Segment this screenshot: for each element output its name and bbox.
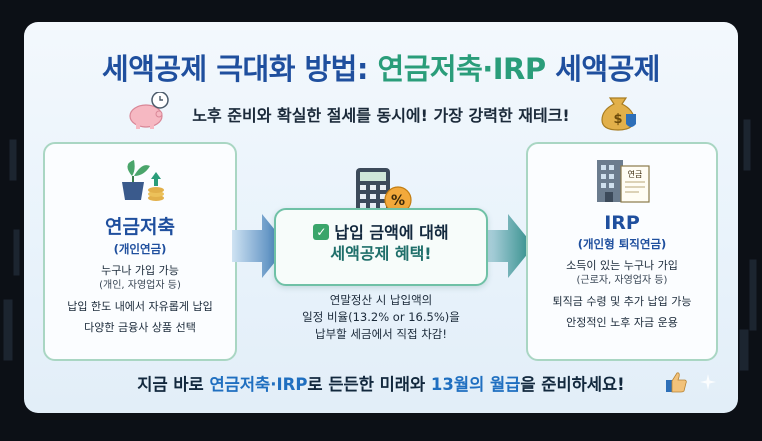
plant-coins-icon: [122, 160, 164, 201]
calculator-icon: %: [356, 168, 412, 214]
tax-credit-line2: 세액공제 혜택!: [330, 244, 432, 263]
pension-savings-subtitle: (개인연금): [113, 242, 167, 256]
piggy-bank-icon: [129, 92, 169, 129]
irp-card: 연금 IRP (개인형 퇴직연금) 소득이 있는 누구나 가입 (근로자, 자영…: [526, 142, 718, 361]
irp-subtitle: (개인형 퇴직연금): [577, 237, 667, 251]
building-document-icon: 연금: [597, 160, 650, 203]
document-label: 연금: [628, 170, 643, 179]
pension-savings-card: 연금저축 (개인연금) 누구나 가입 가능 (개인, 자영업자 등) 납입 한도…: [43, 142, 237, 361]
sparkle-icon: [700, 374, 716, 390]
left-line-1: 누구나 가입 가능: [101, 264, 179, 277]
tax-credit-line1-text: 납입 금액에 대해: [334, 223, 449, 242]
svg-text:$: $: [613, 112, 622, 127]
svg-text:%: %: [391, 193, 405, 209]
right-line-2: (근로자, 자영업자 등): [576, 275, 668, 286]
footer-highlight2: 13월의 월급: [430, 375, 521, 394]
right-line-3: 퇴직금 수령 및 추가 납입 가능: [552, 295, 692, 308]
thumbs-up-icon: [666, 372, 687, 393]
infographic-card: 세액공제 극대화 방법: 연금저축·IRP 세액공제 노후 준비와 확실한 절세…: [24, 22, 738, 413]
right-line-4: 안정적인 노후 자금 운용: [566, 316, 678, 329]
tax-credit-description: 연말정산 시 납입액의 일정 비율(13.2% or 16.5%)을 납부할 세…: [274, 292, 488, 343]
left-line-3: 납입 한도 내에서 자유롭게 납입: [67, 300, 213, 313]
right-line-1: 소득이 있는 누구나 가입: [566, 259, 678, 272]
footer-call-to-action: 지금 바로 연금저축·IRP로 든든한 미래와 13월의 월급을 준비하세요!: [24, 371, 738, 395]
desc-line-1: 연말정산 시 납입액의: [329, 293, 433, 307]
desc-line-2: 일정 비율(13.2% or 16.5%)을: [302, 310, 460, 324]
irp-title: IRP: [604, 212, 640, 234]
check-icon: ✓: [313, 224, 330, 240]
subtitle: 노후 준비와 확실한 절세를 동시에! 가장 강력한 재테크!: [192, 106, 570, 125]
money-bag-icon: $: [601, 97, 636, 131]
title-highlight: 연금저축·IRP: [377, 52, 547, 86]
tax-credit-card: ✓납입 금액에 대해 세액공제 혜택!: [274, 208, 488, 286]
tax-credit-line1: ✓납입 금액에 대해: [276, 222, 486, 243]
footer-part5: 을 준비하세요!: [520, 375, 625, 394]
footer-part3: 로 든든한 미래와: [307, 375, 431, 394]
title-part3: 세액공제: [545, 52, 660, 86]
desc-line-3: 납부할 세금에서 직접 차감!: [315, 327, 447, 341]
footer-highlight1: 연금저축·IRP: [209, 375, 308, 394]
page-title: 세액공제 극대화 방법: 연금저축·IRP 세액공제: [24, 46, 738, 88]
left-line-2: (개인, 자영업자 등): [99, 280, 181, 291]
pension-savings-title: 연금저축: [105, 216, 175, 238]
title-part1: 세액공제 극대화 방법:: [102, 52, 378, 86]
left-line-4: 다양한 금융사 상품 선택: [84, 321, 196, 334]
footer-part1: 지금 바로: [137, 375, 210, 394]
arrow-right-icon-2: [478, 214, 534, 278]
